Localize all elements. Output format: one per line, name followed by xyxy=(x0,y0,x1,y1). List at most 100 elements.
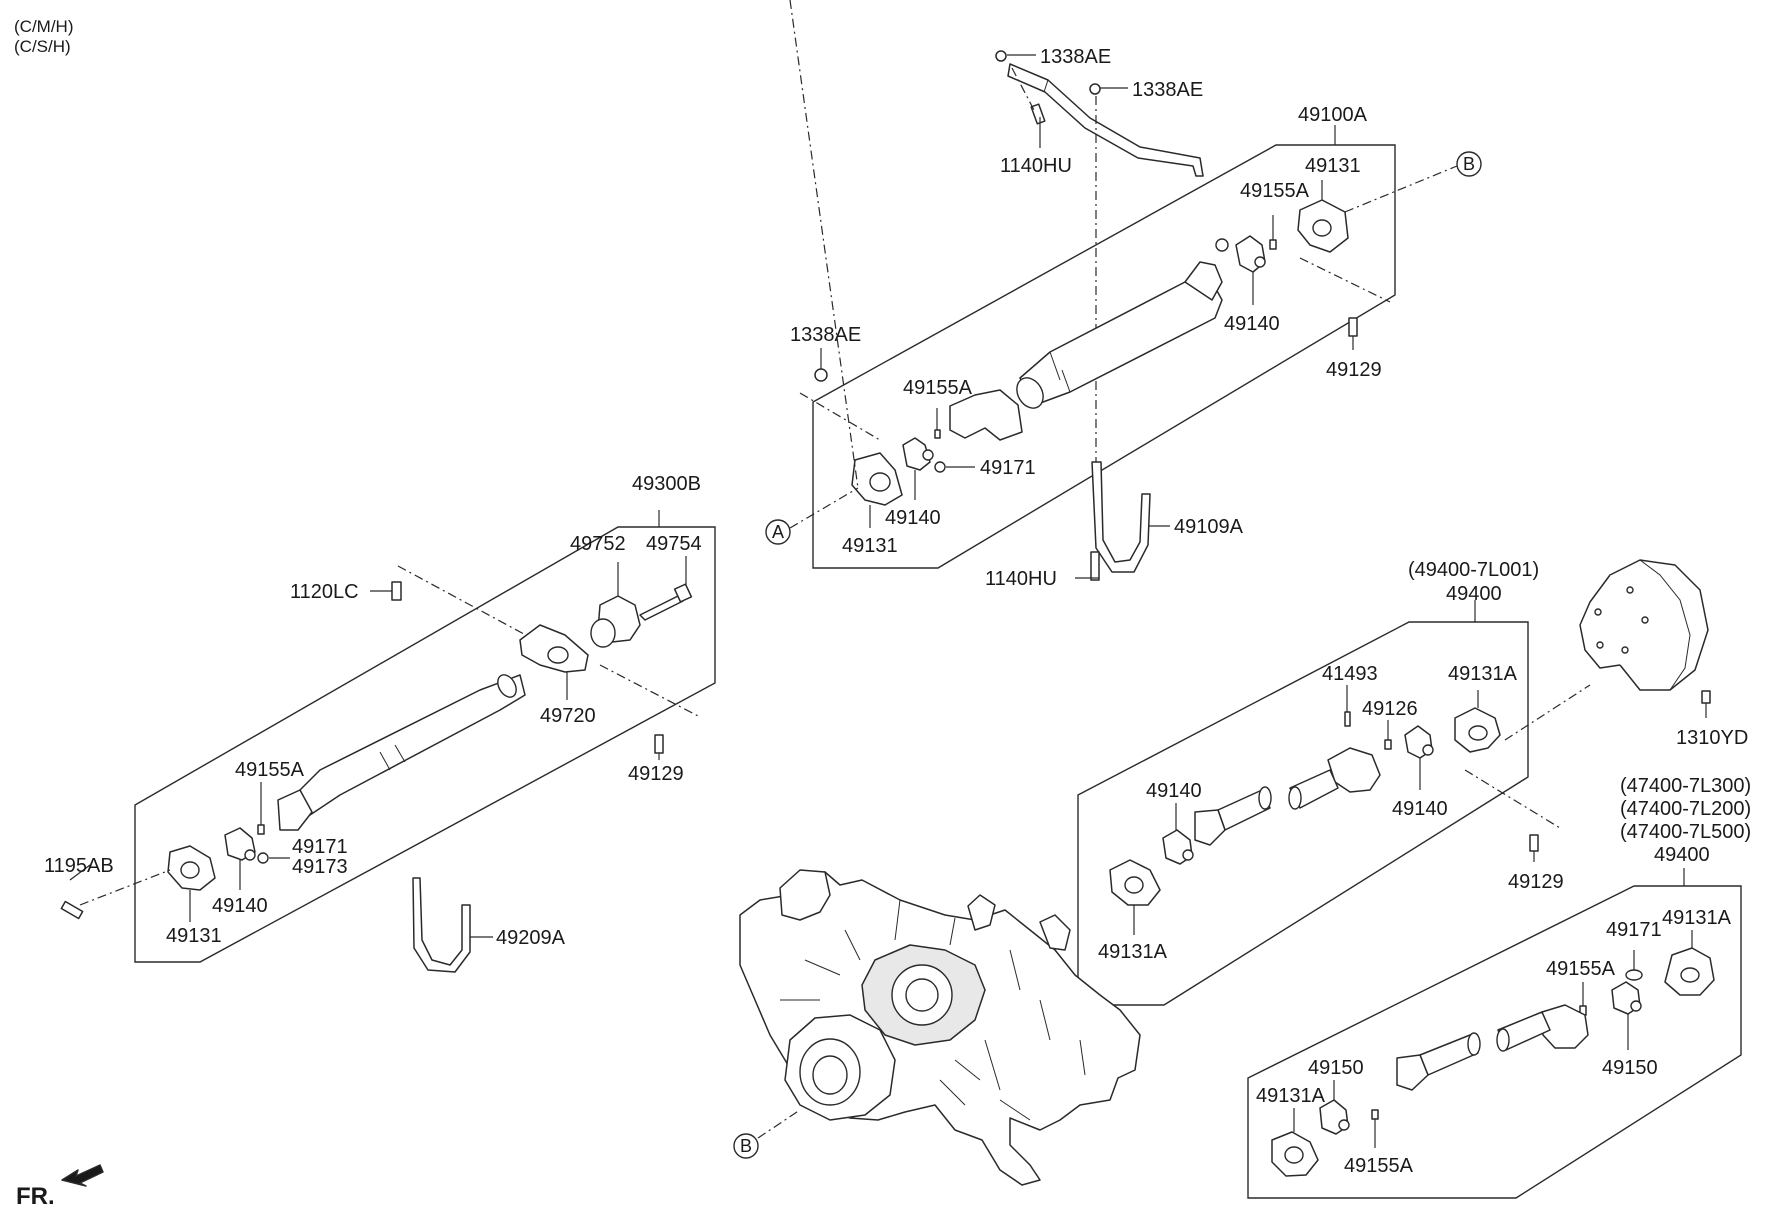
right2-alt-number-2-label: (47400-7L200) xyxy=(1620,798,1751,820)
front-arrow-icon xyxy=(61,1164,104,1187)
upper-bolt-icon xyxy=(1348,317,1358,337)
bolt-1120-label: 1120LC xyxy=(290,581,359,603)
callout-b-top-text: B xyxy=(1463,154,1475,174)
right1-alt-number-label: (49400-7L001) xyxy=(1408,559,1539,581)
right1-tube-yoke xyxy=(1194,809,1226,846)
right1-spider-left-label: 49140 xyxy=(1146,780,1202,802)
left-spider-label: 49140 xyxy=(212,895,268,917)
left-nut-label: 1338AE xyxy=(790,324,861,346)
right2-alt-number-3-label: (47400-7L500) xyxy=(1620,821,1751,843)
callout-b-bottom: B xyxy=(733,1133,759,1159)
center-bearing-label: 49720 xyxy=(540,705,596,727)
hanger-bolt-label: 1140HU xyxy=(985,568,1057,590)
left-snap-ring-2-label: 49173 xyxy=(292,856,348,878)
upper-assembly-label: 49100A xyxy=(1298,104,1368,126)
upper-hanger-label: 49109A xyxy=(1174,516,1244,538)
right2-yoke-front-label: 49131A xyxy=(1256,1085,1326,1107)
hanger-bolt-icon xyxy=(1090,551,1100,581)
left-snap-ring-label: 49171 xyxy=(292,836,348,858)
callout-b-bottom-text: B xyxy=(740,1136,752,1156)
right1-bolt-label: 49129 xyxy=(1508,871,1564,893)
left-tube-yoke xyxy=(277,789,313,831)
callout-a: A xyxy=(765,519,791,545)
flange-bolt-label: 49754 xyxy=(646,533,702,555)
callout-b-top: B xyxy=(1456,151,1482,177)
bolt-1195-icon xyxy=(60,900,84,920)
left-snap-ring-icon xyxy=(257,852,269,864)
upper-tube xyxy=(1019,277,1223,406)
left-bolt-label: 49129 xyxy=(628,763,684,785)
snap-ring-label: 49171 xyxy=(980,457,1036,479)
left-tube xyxy=(299,674,526,816)
grease-nipple-rear-label: 49155A xyxy=(1240,180,1310,202)
right-shaft-2-group: (47400-7L300) (47400-7L200) (47400-7L500… xyxy=(1247,775,1751,1199)
front-direction-indicator: FR. xyxy=(16,1164,104,1210)
upper-bolt-label: 49129 xyxy=(1326,359,1382,381)
upper-shaft-group: 1338AE 1338AE 1140HU 49100A 49131 49155A… xyxy=(789,0,1458,590)
spider-front-icon xyxy=(902,437,931,471)
slip-yoke-icon xyxy=(949,389,1023,441)
left-shaft-frame xyxy=(134,526,716,963)
bracket-nut-2-label: 1338AE xyxy=(1132,79,1203,101)
right-shaft-1-group: (49400-7L001) 49400 41493 49126 49131A 4… xyxy=(1077,559,1748,1006)
right1-assembly-label: 49400 xyxy=(1446,583,1502,605)
right1-spider-right-label: 49140 xyxy=(1392,798,1448,820)
lower-hanger-label: 49209A xyxy=(496,927,566,949)
bracket-nut-1-icon xyxy=(995,50,1007,62)
model-codes: (C/M/H) (C/S/H) xyxy=(14,17,73,56)
right1-yoke-front-label: 49131A xyxy=(1098,941,1168,963)
left-shaft-group: 49300B 49754 49752 1120LC 49720 49129 49… xyxy=(44,473,716,973)
model-code-cmh: (C/M/H) xyxy=(14,17,73,36)
model-code-csh: (C/S/H) xyxy=(14,37,71,56)
axle-housing xyxy=(739,869,1141,1186)
right2-spider-right-label: 49150 xyxy=(1602,1057,1658,1079)
tube-end-yoke xyxy=(1184,261,1223,301)
front-direction-label: FR. xyxy=(16,1183,55,1210)
right1-slip-yoke-icon xyxy=(1327,747,1381,793)
right2-alt-number-1-label: (47400-7L300) xyxy=(1620,775,1751,797)
grease-nipple-front-label: 49155A xyxy=(903,377,973,399)
right2-tube-yoke xyxy=(1396,1054,1429,1091)
right2-yoke-end-label: 49131A xyxy=(1662,907,1732,929)
snap-ring-icon xyxy=(934,461,946,473)
left-assembly-label: 49300B xyxy=(632,473,701,495)
right1-yoke-end-label: 49131A xyxy=(1448,663,1518,685)
bolt-1195-label: 1195AB xyxy=(44,855,114,877)
left-nut-icon xyxy=(814,368,828,382)
lower-hanger xyxy=(412,877,471,973)
right1-grease-nipple-icon xyxy=(1344,711,1351,727)
yoke-front-label: 49131 xyxy=(842,535,898,557)
spider-front-label: 49140 xyxy=(885,507,941,529)
right2-assembly-label: 49400 xyxy=(1654,844,1710,866)
bolt-1120-icon xyxy=(391,581,402,601)
right2-grease-nipple-bottom-label: 49155A xyxy=(1344,1155,1414,1177)
flange-bolt-icon xyxy=(639,594,684,621)
left-grease-nipple-icon xyxy=(257,824,265,835)
spider-rear-label: 49140 xyxy=(1224,313,1280,335)
right-shaft-2-frame xyxy=(1247,885,1742,1199)
right2-spider-left-label: 49150 xyxy=(1308,1057,1364,1079)
yoke-rear-label: 49131 xyxy=(1305,155,1361,177)
bracket-nut-1-label: 1338AE xyxy=(1040,46,1111,68)
bracket-bolt-label: 1140HU xyxy=(1000,155,1072,177)
grease-nipple-front-icon xyxy=(934,429,941,439)
callout-a-text: A xyxy=(772,522,784,542)
flange-label: 49752 xyxy=(570,533,626,555)
left-bolt-icon xyxy=(654,734,664,754)
right1-grease-nipple-2-icon xyxy=(1384,739,1392,750)
upper-bracket xyxy=(1007,63,1204,177)
bracket-bolt-icon xyxy=(1030,103,1046,125)
left-yoke-label: 49131 xyxy=(166,925,222,947)
snap-ring-rear-icon xyxy=(1215,238,1229,252)
right1-grease-nipple-2-label: 49126 xyxy=(1362,698,1418,720)
right2-grease-nipple-top-label: 49155A xyxy=(1546,958,1616,980)
diff-bolt-icon xyxy=(1701,690,1711,704)
diff-bolt-label: 1310YD xyxy=(1676,727,1748,749)
right2-snap-ring-icon xyxy=(1625,969,1643,981)
upper-hanger xyxy=(1091,461,1151,573)
right1-grease-nipple-label: 41493 xyxy=(1322,663,1378,685)
upper-shaft-frame xyxy=(812,144,1396,569)
right2-snap-ring-label: 49171 xyxy=(1606,919,1662,941)
left-grease-nipple-label: 49155A xyxy=(235,759,305,781)
right2-slip-yoke-icon xyxy=(1541,1004,1589,1049)
